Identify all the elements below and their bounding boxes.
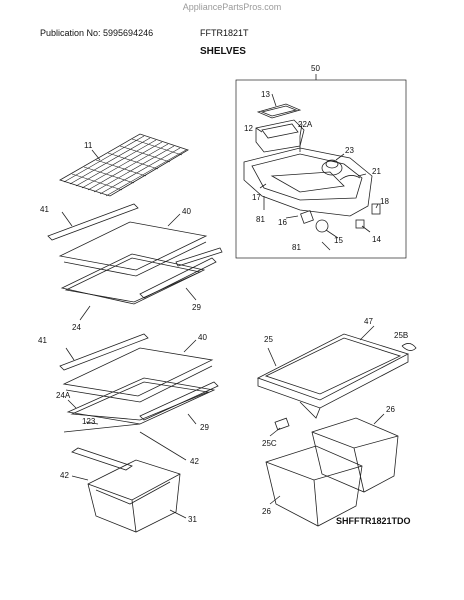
part-41-front-trim-lower: [59, 333, 149, 371]
callout-42-right: 42: [190, 457, 199, 466]
part-16-socket: [300, 210, 314, 224]
part-11-wire-shelf: [59, 133, 189, 197]
part-42-rail-right: [139, 431, 187, 461]
part-15-bulb: [315, 219, 329, 233]
callout-16: 16: [278, 218, 287, 227]
assembly-50-group: [235, 74, 407, 259]
part-24A-frame: [66, 377, 216, 425]
callout-11: 11: [84, 141, 93, 150]
part-26-crisper-right: [311, 417, 399, 493]
callout-24A: 24A: [56, 391, 71, 400]
part-24-frame: [60, 253, 206, 305]
part-123-edge: [63, 423, 141, 433]
callout-31: 31: [188, 515, 197, 524]
callout-40-upper: 40: [182, 207, 191, 216]
part-47-cover-glass: [256, 333, 410, 401]
part-29-rear-trim-lower: [139, 381, 219, 421]
part-31-drawer: [87, 459, 181, 533]
callout-26-left: 26: [262, 507, 271, 516]
callout-25: 25: [264, 335, 273, 344]
publication-number: Publication No: 5995694246: [40, 28, 154, 38]
crisper-31-group: [71, 447, 187, 533]
callout-123: 123: [82, 417, 96, 426]
callout-29-upper: 29: [192, 303, 201, 312]
part-21-wire: [339, 175, 361, 181]
part-26-crisper-left: [265, 445, 363, 527]
assembly-50-frame: [235, 79, 407, 259]
part-13-filter: [256, 103, 302, 119]
crisper-cover-group: [256, 325, 417, 437]
callout-26-right: 26: [386, 405, 395, 414]
callout-24: 24: [72, 323, 81, 332]
upper-glass-shelf-group: [47, 203, 223, 321]
callout-22A: 22A: [298, 120, 313, 129]
part-42-rail-left: [71, 447, 133, 471]
section-title: SHELVES: [200, 46, 246, 57]
part-14-clip: [355, 219, 365, 229]
callout-40-lower: 40: [198, 333, 207, 342]
watermark: AppliancePartsPros.com: [182, 2, 282, 12]
callout-29-lower: 29: [200, 423, 209, 432]
model-number: FFTR1821T: [200, 28, 249, 38]
callout-12: 12: [244, 124, 253, 133]
callout-81a: 81: [256, 215, 265, 224]
callout-13: 13: [261, 90, 270, 99]
callout-labels: 50 13 12 22A 23 21 17 81 16 15 18 14 81 …: [38, 64, 408, 524]
crispers-26-group: [265, 413, 399, 527]
callout-50: 50: [311, 64, 320, 73]
callout-15: 15: [334, 236, 343, 245]
part-25C-bracket: [274, 417, 290, 431]
callout-42-left: 42: [60, 471, 69, 480]
callout-18: 18: [380, 197, 389, 206]
part-40-glass: [58, 221, 208, 271]
part-81-screw-b: [321, 241, 331, 251]
part-23-motor: [321, 160, 343, 176]
part-17-tray: [243, 147, 373, 217]
callout-41-lower: 41: [38, 336, 47, 345]
part-29-rear-trim: [139, 257, 217, 299]
part-25B-clip: [401, 343, 417, 351]
callout-17: 17: [252, 193, 261, 202]
part-41-front-trim: [47, 203, 139, 241]
callout-21: 21: [372, 167, 381, 176]
part-18-switch: [371, 203, 381, 215]
callout-23: 23: [345, 146, 354, 155]
callout-41-upper: 41: [40, 205, 49, 214]
callout-81b: 81: [292, 243, 301, 252]
diagram-code: SHFFTR1821TDO: [336, 516, 411, 526]
callout-47: 47: [364, 317, 373, 326]
callout-25C: 25C: [262, 439, 277, 448]
callout-25B: 25B: [394, 331, 408, 340]
lower-glass-shelf-group: [59, 333, 219, 461]
callout-14: 14: [372, 235, 381, 244]
